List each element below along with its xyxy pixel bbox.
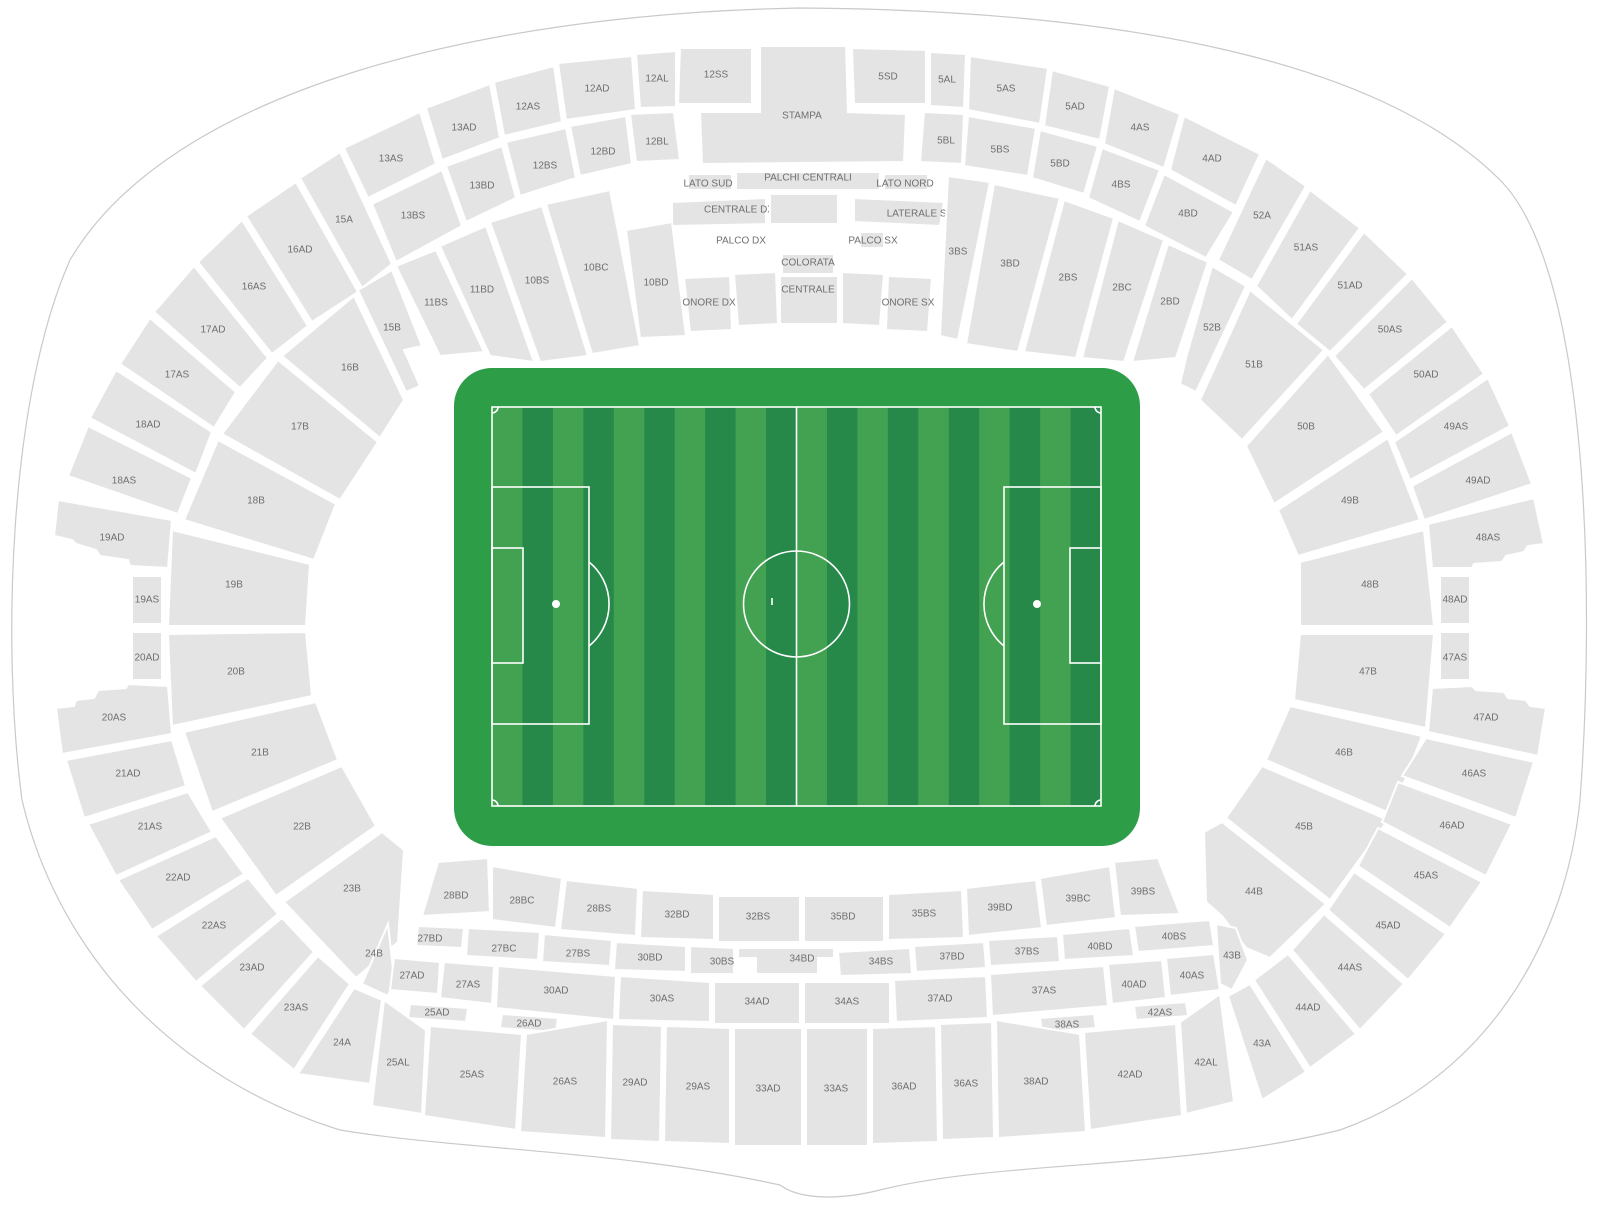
section-PALCO_SX[interactable]: PALCO SX <box>848 231 898 249</box>
section-ONORE_SX[interactable]: ONORE SX <box>882 274 935 334</box>
section-33AS[interactable]: 33AS <box>805 1027 869 1147</box>
section-5AD[interactable]: 5AD <box>1042 68 1112 142</box>
section-centrale-block[interactable] <box>769 193 839 225</box>
pitch-stripe <box>826 407 858 806</box>
section-29AS[interactable]: 29AS <box>662 1024 731 1146</box>
section-PALCHI_CENTRALI[interactable]: PALCHI CENTRALI <box>735 171 881 191</box>
section-COLORATA[interactable]: COLORATA <box>781 253 835 275</box>
pitch-stripe <box>1070 407 1102 806</box>
section-42AS[interactable]: 42AS <box>1132 1000 1190 1022</box>
section-34BD[interactable]: 34BD <box>737 947 835 975</box>
section-12AS[interactable]: 12AS <box>492 64 564 138</box>
section-30BS[interactable]: 30BS <box>689 944 735 975</box>
section-12AL[interactable]: 12AL <box>634 49 677 110</box>
section-40AS[interactable]: 40AS <box>1164 952 1222 998</box>
section-28BC[interactable]: 28BC <box>491 864 564 930</box>
football-pitch <box>454 368 1140 846</box>
section-5BL[interactable]: 5BL <box>918 110 966 166</box>
pitch-stripe <box>644 407 676 806</box>
section-33AD[interactable]: 33AD <box>733 1027 803 1147</box>
section-37BS[interactable]: 37BS <box>986 934 1062 968</box>
section-30BD[interactable]: 30BD <box>612 940 687 974</box>
section-13AD[interactable]: 13AD <box>424 82 502 162</box>
section-12AD[interactable]: 12AD <box>556 54 638 122</box>
section-ONORE_DX[interactable]: ONORE DX <box>682 274 736 334</box>
section-27BC[interactable]: 27BC <box>464 926 542 962</box>
section-40BS[interactable]: 40BS <box>1132 918 1216 954</box>
section-37AD[interactable]: 37AD <box>892 974 990 1024</box>
section-5BS[interactable]: 5BS <box>962 114 1038 178</box>
section-32BD[interactable]: 32BD <box>638 888 715 942</box>
section-25AD[interactable]: 25AD <box>406 1002 470 1024</box>
section-30AS[interactable]: 30AS <box>616 974 711 1024</box>
section-27BD[interactable]: 27BD <box>414 924 466 950</box>
section-19AS[interactable]: 19AS <box>131 575 163 625</box>
section-28BD[interactable]: 28BD <box>420 856 492 918</box>
stadium-outline <box>11 7 1588 1198</box>
section-29AD[interactable]: 29AD <box>608 1022 664 1144</box>
section-12BS[interactable]: 12BS <box>504 126 578 198</box>
pitch-stripe <box>705 407 737 806</box>
section-40AD[interactable]: 40AD <box>1106 958 1168 1006</box>
section-CENTRALE_DX[interactable]: CENTRALE DX <box>671 196 774 228</box>
section-20AD[interactable]: 20AD <box>131 631 163 681</box>
section-37AS[interactable]: 37AS <box>988 964 1110 1018</box>
section-47AS[interactable]: 47AS <box>1439 631 1471 681</box>
section-36AD[interactable]: 36AD <box>871 1024 940 1146</box>
section-32BS[interactable]: 32BS <box>717 895 801 943</box>
pitch-stripe <box>613 407 645 806</box>
pitch-stripe <box>948 407 980 806</box>
section-38AD[interactable]: 38AD <box>994 1018 1088 1140</box>
section-34BS[interactable]: 34BS <box>836 946 914 978</box>
section-5AS[interactable]: 5AS <box>966 54 1050 126</box>
pitch-stripe <box>796 407 828 806</box>
section-LATO_SUD[interactable]: LATO SUD <box>683 173 733 191</box>
pitch-stripe <box>674 407 706 806</box>
section-25AS[interactable]: 25AS <box>422 1024 524 1132</box>
section-LATERALE_SX[interactable]: LATERALE SX <box>853 196 954 228</box>
section-12BL[interactable]: 12BL <box>628 110 682 164</box>
section-5AL[interactable]: 5AL <box>929 50 968 110</box>
svg-text:PALCO DX: PALCO DX <box>716 236 766 247</box>
section-5BD[interactable]: 5BD <box>1030 128 1100 196</box>
pitch-stripe <box>1040 407 1072 806</box>
section-12SS[interactable]: 12SS <box>676 47 753 105</box>
section-27BS[interactable]: 27BS <box>540 932 614 968</box>
section-28BS[interactable]: 28BS <box>558 878 640 938</box>
section-27AS[interactable]: 27AS <box>438 960 496 1006</box>
section-27AD[interactable]: 27AD <box>388 956 442 996</box>
pitch-stripe <box>766 407 797 806</box>
section-42AD[interactable]: 42AD <box>1082 1022 1184 1132</box>
section-12BD[interactable]: 12BD <box>568 114 634 178</box>
section-37BD[interactable]: 37BD <box>912 940 988 974</box>
pitch-stripe <box>857 407 889 806</box>
pitch-stripe <box>918 407 950 806</box>
pitch-stripe <box>522 407 554 806</box>
section-39BD[interactable]: 39BD <box>964 878 1044 938</box>
section-LATO_NORD[interactable]: LATO NORD <box>876 173 934 191</box>
section-26AS[interactable]: 26AS <box>518 1018 610 1140</box>
section-34AD[interactable]: 34AD <box>713 981 801 1025</box>
pitch-stripe <box>735 407 767 806</box>
section-39BC[interactable]: 39BC <box>1038 864 1118 928</box>
section-36AS[interactable]: 36AS <box>938 1020 996 1142</box>
section-CENTRALE[interactable]: CENTRALE <box>779 275 839 325</box>
pitch-stripe <box>492 407 523 806</box>
section-30AD[interactable]: 30AD <box>494 964 618 1022</box>
section-34AS[interactable]: 34AS <box>803 981 891 1025</box>
section-35BS[interactable]: 35BS <box>887 888 966 942</box>
section-35BD[interactable]: 35BD <box>803 895 885 943</box>
section-onore-sx-2[interactable] <box>841 270 886 328</box>
section-5SD[interactable]: 5SD <box>850 46 927 105</box>
section-PALCO_DX: PALCO DX <box>716 236 766 247</box>
section-onore-dx-2[interactable] <box>732 270 780 328</box>
section-19AD[interactable]: 19AD <box>52 498 174 570</box>
section-39BS[interactable]: 39BS <box>1112 856 1182 918</box>
section-40BD[interactable]: 40BD <box>1060 926 1136 962</box>
section-48AD[interactable]: 48AD <box>1439 575 1471 625</box>
pitch-stripe <box>887 407 919 806</box>
